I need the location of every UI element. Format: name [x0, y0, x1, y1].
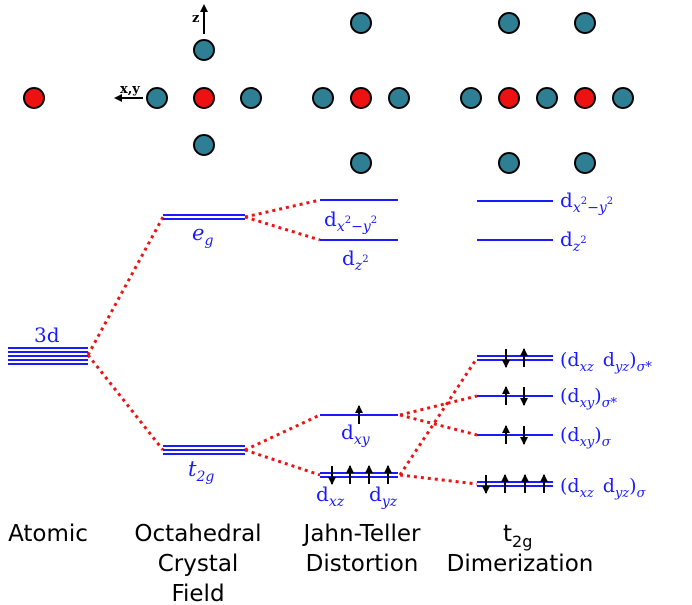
energy-levels	[8, 199, 553, 487]
label-jt-yz: dyz	[369, 482, 398, 510]
spin-up-arrow-icon	[365, 465, 373, 484]
connector	[86, 354, 165, 451]
level-t2g	[163, 445, 245, 455]
ligand-atom	[536, 87, 558, 109]
spin-up-arrow-icon	[346, 465, 354, 484]
stage-label-field: Field	[171, 581, 224, 605]
ligand-atom	[388, 87, 410, 109]
label-jt-xy: dxy	[341, 420, 371, 448]
metal-atom	[574, 87, 596, 109]
ligand-atom	[498, 12, 520, 34]
spin-down-arrow-icon	[502, 349, 510, 368]
spin-down-arrow-icon	[520, 387, 528, 406]
coordinate-axes: z x,y	[114, 4, 208, 102]
label-jt-x2y2: dx2−y2	[324, 207, 377, 235]
label-eg: eg	[192, 221, 213, 249]
connector	[86, 216, 165, 356]
spin-down-arrow-icon	[328, 466, 336, 485]
level-dim-xzyz	[477, 481, 553, 487]
ligand-atom	[460, 87, 482, 109]
level-atomic-3d	[8, 347, 88, 365]
stage-label-atomic: Atomic	[8, 521, 88, 547]
ligand-atom	[240, 87, 262, 109]
stage-label-t2g: t2g	[503, 521, 532, 551]
electron-spins	[328, 348, 548, 494]
ligand-atom	[193, 39, 215, 61]
ligand-atom	[350, 152, 372, 174]
spin-up-arrow-icon	[521, 474, 529, 493]
stage-label-octahedral: Octahedral	[134, 521, 261, 547]
spin-up-arrow-icon	[520, 348, 528, 367]
spin-up-arrow-icon	[355, 405, 363, 424]
stage-label-jahn-teller: Jahn-Teller	[302, 521, 421, 547]
ligand-atom	[193, 134, 215, 156]
connectors	[86, 198, 479, 486]
level-labels: 3d eg t2g dx2−y2 dz2 dxy dxz dyz dx2−y2 …	[34, 188, 652, 510]
level-eg	[163, 214, 245, 220]
ligand-atom	[612, 87, 634, 109]
spin-up-arrow-icon	[502, 386, 510, 405]
stage-label-distortion: Distortion	[306, 551, 419, 577]
metal-atom	[193, 87, 215, 109]
xy-axis-label: x,y	[120, 82, 140, 97]
metal-atom	[498, 87, 520, 109]
spin-up-arrow-icon	[384, 465, 392, 484]
stage-labels: Atomic Octahedral Crystal Field Jahn-Tel…	[8, 521, 593, 605]
spin-up-arrow-icon	[502, 425, 510, 444]
metal-atom	[23, 87, 45, 109]
connector	[244, 448, 321, 477]
ligand-atom	[574, 152, 596, 174]
label-dim-x2y2: dx2−y2	[560, 188, 613, 216]
label-dim-xy: (dxy)σ	[560, 424, 612, 450]
connector	[399, 413, 478, 437]
stage-label-crystal: Crystal	[158, 551, 239, 577]
connector	[244, 215, 321, 242]
stage-label-dimerization: Dimerization	[447, 551, 594, 577]
connector	[398, 357, 479, 476]
label-dim-xy-star: (dxy)σ*	[560, 385, 618, 411]
xy-arrow-head-icon	[114, 94, 122, 102]
label-jt-xz: dxz	[316, 482, 345, 510]
spin-up-arrow-icon	[540, 474, 548, 493]
z-arrow-head-icon	[200, 4, 208, 12]
ligand-atom	[498, 152, 520, 174]
connector	[244, 198, 321, 219]
connector	[399, 473, 478, 486]
ligand-atom	[312, 87, 334, 109]
level-dim-xzyz-star	[477, 355, 553, 361]
label-jt-z2: dz2	[342, 246, 369, 274]
label-t2g: t2g	[188, 457, 214, 485]
ligand-atom	[350, 12, 372, 34]
z-axis-label: z	[192, 11, 199, 26]
ligand-atom	[574, 12, 596, 34]
label-3d: 3d	[34, 323, 60, 347]
metal-atom	[350, 87, 372, 109]
atom-structures	[23, 12, 634, 174]
spin-up-arrow-icon	[501, 474, 509, 493]
spin-down-arrow-icon	[482, 475, 490, 494]
label-dim-z2: dz2	[560, 227, 587, 255]
connector	[399, 394, 478, 417]
spin-down-arrow-icon	[520, 426, 528, 445]
connector	[244, 413, 321, 452]
ligand-atom	[146, 87, 168, 109]
